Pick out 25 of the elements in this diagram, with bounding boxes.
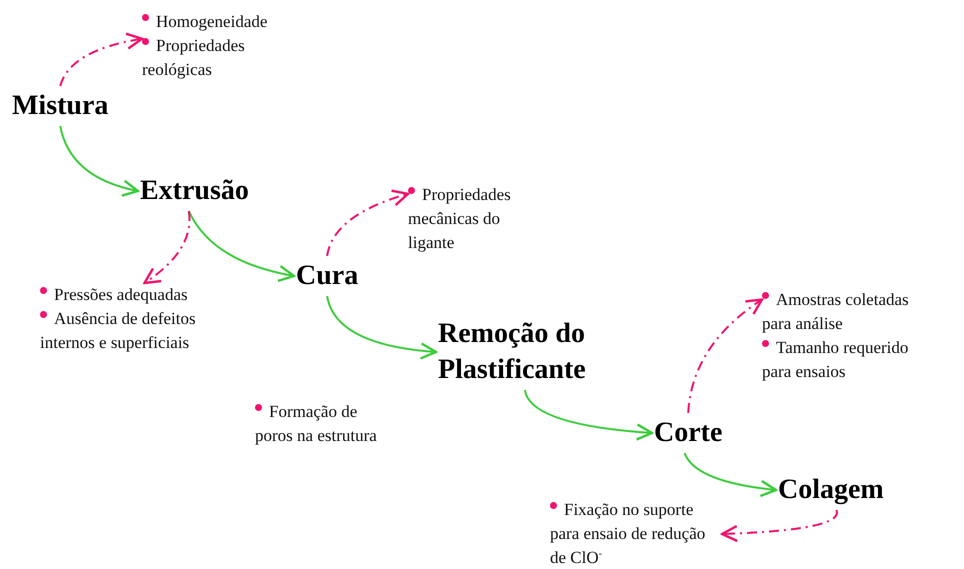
arrow xyxy=(524,390,654,440)
bullet-item: Propriedades reológicas xyxy=(142,34,287,82)
bullet-item: Ausência de defeitos internos e superficiais xyxy=(40,307,230,355)
step-title: Remoção do Plastificante xyxy=(436,314,625,390)
step-title: Colagem xyxy=(776,470,886,510)
bullet-item: Propriedades mecânicas do ligante xyxy=(408,183,540,255)
bullet-item: Homogeneidade xyxy=(142,10,287,34)
bullet-item: Fixação no suporte para ensaio de redução de ClO$^{-}$ xyxy=(550,498,722,569)
step-title: Extrusão xyxy=(138,171,251,211)
arrow xyxy=(59,126,140,196)
arrow xyxy=(326,190,410,256)
step-title: Mistura xyxy=(10,86,110,126)
step-title: Corte xyxy=(652,413,724,453)
arrow xyxy=(143,210,190,284)
bullet-item: Formação de poros na estrutura xyxy=(255,400,395,448)
bullet-item: Tamanho requerido para ensaios xyxy=(762,336,930,384)
step-title: Cura xyxy=(294,256,360,296)
arrow xyxy=(188,210,296,282)
bullet-item: Amostras coletadas para análise xyxy=(762,288,930,336)
arrow xyxy=(687,298,764,414)
arrow xyxy=(684,452,778,497)
arrow xyxy=(720,510,838,542)
arrow xyxy=(59,32,144,86)
bullet-item: Pressões adequadas xyxy=(40,283,230,307)
arrow xyxy=(326,296,438,360)
